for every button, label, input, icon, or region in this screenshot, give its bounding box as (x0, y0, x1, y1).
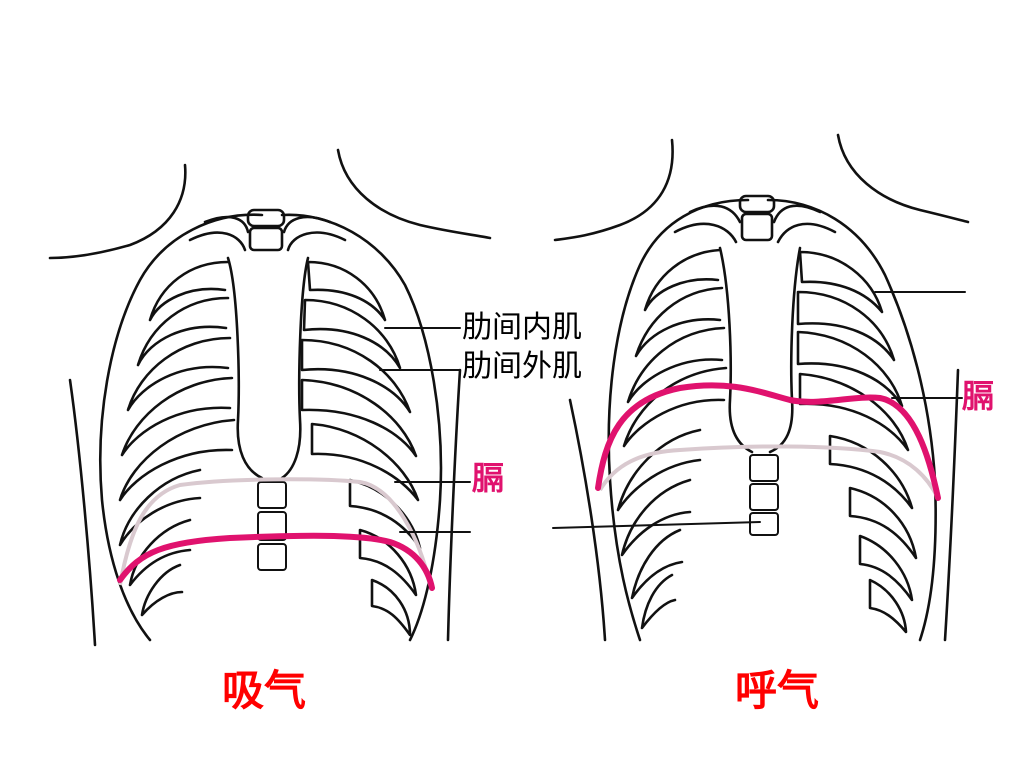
top-vertebra (188, 208, 347, 252)
label-diaphragm-inhale: 膈 (472, 459, 505, 497)
neck-outline-left (48, 163, 187, 260)
body-side-right (446, 368, 462, 642)
ribcage-exhale (552, 133, 970, 642)
neck-outline-left-2 (553, 138, 674, 242)
body-side-left-2 (568, 398, 607, 642)
ribs-left-side-2 (616, 248, 728, 630)
neck-outline-right-2 (836, 133, 970, 224)
body-side-left (68, 378, 97, 647)
diaphragm-curve-inhale (117, 532, 435, 591)
diaphragm-curve-exhale (595, 382, 941, 501)
leader-lower-right (552, 521, 761, 529)
sternum-2 (718, 246, 802, 454)
caption-inhale: 吸气 (222, 666, 307, 715)
diaphragm-previous-inhale (118, 477, 432, 586)
spine-lower (257, 481, 287, 571)
spine-lower-2 (749, 454, 779, 536)
body-side-right-2 (943, 368, 960, 642)
caption-exhale: 呼气 (735, 666, 820, 715)
diaphragm-previous-exhale (598, 444, 940, 499)
label-internal-intercostal: 肋间内肌 (462, 310, 582, 345)
sternum (226, 256, 310, 480)
label-external-intercostal: 肋间外肌 (462, 349, 582, 384)
label-diaphragm-exhale: 膈 (962, 377, 995, 415)
ribs-left-side (118, 260, 236, 617)
ribs-right-side-2 (796, 250, 918, 634)
top-vertebra-2 (673, 194, 837, 244)
ribcage-outline-2 (607, 198, 937, 642)
ribcage-inhale (48, 148, 492, 647)
neck-outline-right (336, 148, 492, 240)
ribs-right-side (300, 260, 422, 637)
